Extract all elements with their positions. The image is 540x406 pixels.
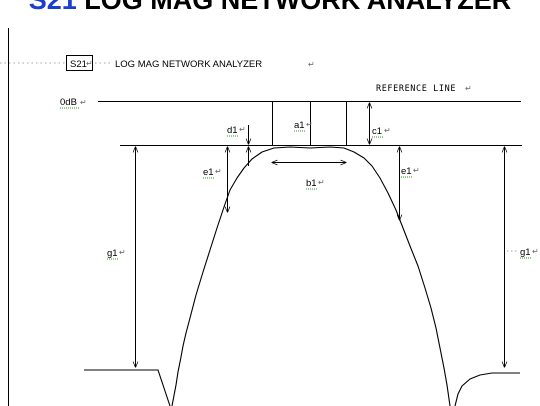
dim-c1-para: ↵ bbox=[384, 126, 391, 135]
dim-e1-right: e1 bbox=[401, 166, 412, 177]
page-title: S21 LOG MAG NETWORK ANALYZER bbox=[0, 0, 540, 15]
dim-d1: d1 bbox=[227, 125, 238, 136]
dim-e1-left: e1 bbox=[203, 167, 214, 178]
title-text: LOG MAG NETWORK ANALYZER bbox=[84, 0, 512, 15]
s21-box-para: ↵ bbox=[86, 59, 93, 68]
header-text: LOG MAG NETWORK ANALYZER bbox=[115, 59, 262, 70]
dim-a1-para: ↵ bbox=[306, 120, 313, 129]
dim-e1-right-para: ↵ bbox=[413, 166, 420, 175]
dim-g1-right-para: ↵ bbox=[532, 247, 539, 256]
dim-b1: b1 bbox=[306, 178, 317, 189]
zero-db-para: ↵ bbox=[80, 98, 87, 107]
zero-db-label: 0dB bbox=[60, 97, 77, 108]
dim-g1-right: g1 bbox=[520, 247, 531, 258]
dim-d1-para: ↵ bbox=[239, 125, 246, 134]
dim-a1: a1 bbox=[294, 120, 305, 131]
dim-g1-left: g1 bbox=[107, 248, 118, 259]
reference-line-label: REFERENCE LINE bbox=[376, 84, 456, 94]
dim-c1: c1 bbox=[372, 126, 382, 137]
header-para: ↵ bbox=[308, 60, 315, 69]
dim-b1-para: ↵ bbox=[318, 178, 325, 187]
filter-response-curve bbox=[84, 146, 520, 406]
dim-g1-left-para: ↵ bbox=[119, 248, 126, 257]
reference-line-para: ↵ bbox=[465, 84, 472, 93]
dim-e1-left-para: ↵ bbox=[215, 167, 222, 176]
s21-box-label: S21 bbox=[70, 59, 87, 70]
title-s21: S21 bbox=[28, 0, 77, 15]
s21-box bbox=[66, 55, 93, 71]
